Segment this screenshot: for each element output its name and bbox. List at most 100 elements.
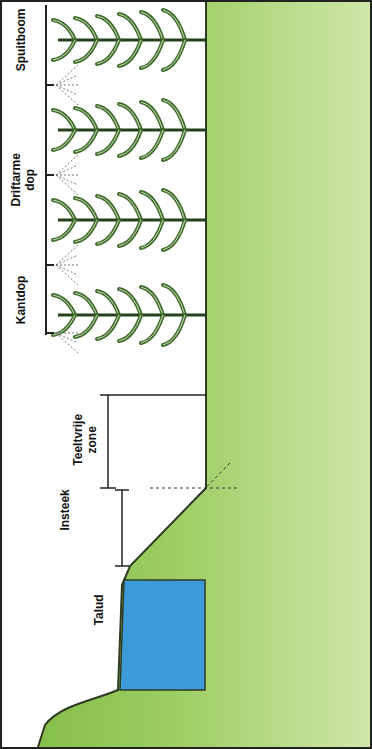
plant-leaf: [163, 10, 185, 40]
plant-leaf: [53, 295, 75, 315]
spray-fan: [56, 333, 78, 353]
plant-leaf: [141, 12, 163, 40]
leaf-vein: [97, 291, 119, 315]
leaf-vein: [141, 102, 163, 130]
leaf-vein: [163, 190, 185, 220]
plant-leaf: [53, 110, 75, 130]
plant-leaf: [53, 220, 75, 240]
spray-fan: [56, 245, 78, 265]
spray-fan: [56, 175, 78, 176]
zone-tick: [100, 487, 116, 489]
leaf-vein: [163, 315, 185, 345]
leaf-vein: [163, 10, 185, 40]
leaf-vein: [97, 40, 119, 64]
plant-leaf: [75, 293, 97, 315]
leaf-vein: [141, 12, 163, 40]
leaf-vein: [75, 130, 97, 152]
plant-leaf: [119, 104, 141, 130]
ground-line: [38, 2, 206, 747]
plant-leaf: [119, 220, 141, 246]
plant-leaf: [97, 40, 119, 64]
plant-leaf: [119, 289, 141, 315]
leaf-vein: [119, 14, 141, 40]
leaf-vein: [53, 110, 75, 130]
spray-fan: [56, 175, 78, 195]
leaf-vein: [119, 130, 141, 156]
spray-fan: [56, 265, 78, 266]
plant-leaf: [119, 315, 141, 341]
leaf-vein: [119, 104, 141, 130]
spray-fan: [56, 155, 78, 175]
part-label: Teeltvrije zone: [72, 407, 100, 473]
plant-leaf: [97, 291, 119, 315]
water: [120, 580, 205, 690]
leaf-vein: [119, 40, 141, 66]
insteek-dash: [150, 488, 240, 489]
leaf-vein: [141, 192, 163, 220]
leaf-vein: [97, 106, 119, 130]
insteek-dash: [180, 463, 230, 514]
part-label: Talud: [93, 585, 107, 635]
spray-fan: [56, 85, 78, 95]
plant-leaf: [119, 40, 141, 66]
nozzle: [46, 174, 54, 176]
plant-leaf: [141, 102, 163, 130]
leaf-vein: [141, 130, 163, 158]
plant-leaf: [53, 315, 75, 335]
plant-leaf: [53, 20, 75, 40]
leaf-vein: [119, 194, 141, 220]
leaf-vein: [141, 220, 163, 248]
spray-fan: [56, 165, 78, 175]
plant-leaf: [53, 200, 75, 220]
leaf-vein: [163, 285, 185, 315]
leaf-vein: [53, 20, 75, 40]
leaf-vein: [53, 200, 75, 220]
leaf-vein: [97, 16, 119, 40]
plant-leaf: [75, 18, 97, 40]
plant-leaf: [97, 16, 119, 40]
leaf-vein: [53, 220, 75, 240]
part-label: Kantdop: [15, 265, 29, 335]
leaf-vein: [53, 130, 75, 150]
plant-leaf: [97, 130, 119, 154]
leaf-vein: [75, 108, 97, 130]
plant-leaf: [97, 196, 119, 220]
zone-dimension: [107, 395, 109, 488]
leaf-vein: [163, 100, 185, 130]
leaf-vein: [75, 40, 97, 62]
plant-leaf: [163, 220, 185, 250]
plant-leaf: [75, 220, 97, 242]
plants: [53, 10, 206, 345]
spray-fan: [56, 265, 78, 285]
leaf-vein: [141, 287, 163, 315]
plant-leaf: [163, 285, 185, 315]
plant-leaf: [75, 40, 97, 62]
leaf-vein: [97, 196, 119, 220]
talud-tick: [115, 565, 129, 567]
nozzle: [46, 84, 54, 86]
leaf-vein: [141, 315, 163, 343]
plant-leaf: [119, 194, 141, 220]
spray-fan: [56, 85, 78, 105]
leaf-vein: [75, 198, 97, 220]
talud-tick: [115, 489, 129, 491]
talud-dimension: [121, 490, 123, 566]
plant-leaf: [163, 40, 185, 70]
leaf-vein: [119, 315, 141, 341]
part-label: Spuitboom: [15, 0, 29, 80]
spray-fan: [56, 333, 78, 343]
leaf-vein: [163, 220, 185, 250]
leaf-vein: [119, 220, 141, 246]
part-label: Insteek: [59, 480, 73, 540]
leaf-vein: [97, 130, 119, 154]
plant-leaf: [53, 40, 75, 60]
plant-leaf: [141, 130, 163, 158]
plant-leaf: [163, 190, 185, 220]
leaf-vein: [53, 295, 75, 315]
plant-leaf: [75, 315, 97, 337]
leaf-vein: [119, 289, 141, 315]
spray-fan: [56, 85, 78, 86]
